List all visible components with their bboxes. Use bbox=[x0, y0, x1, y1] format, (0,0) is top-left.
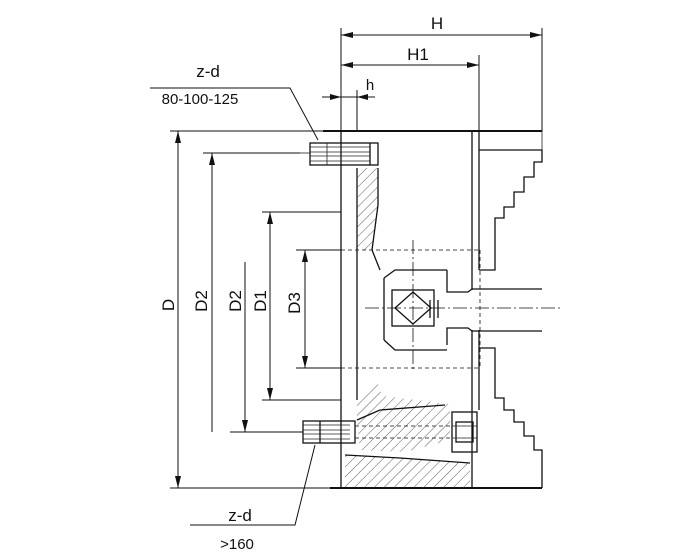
label-H1: H1 bbox=[407, 45, 429, 64]
dimension-D bbox=[175, 131, 181, 488]
leader-bottom bbox=[190, 444, 316, 526]
hatched-sections bbox=[341, 168, 471, 488]
spindle-shaft bbox=[383, 269, 542, 351]
upper-mounting-screw bbox=[300, 142, 379, 166]
label-D: D bbox=[159, 299, 178, 311]
dimension-D2-inner bbox=[242, 262, 248, 432]
upper-jaw-steps bbox=[479, 131, 543, 271]
dimension-D2-outer bbox=[209, 153, 215, 432]
dimension-h bbox=[322, 94, 375, 100]
label-D2-inner: D2 bbox=[226, 290, 245, 312]
label-D1: D1 bbox=[251, 290, 270, 312]
leader-top bbox=[150, 87, 319, 141]
label-D3: D3 bbox=[285, 292, 304, 314]
extension-lines bbox=[170, 28, 543, 489]
hidden-lines bbox=[341, 249, 481, 369]
dimension-H bbox=[341, 32, 542, 38]
label-h: h bbox=[366, 77, 374, 94]
dimension-D3 bbox=[302, 250, 308, 368]
lower-jaw-steps bbox=[479, 347, 543, 488]
label-zd-bottom-values: >160 bbox=[220, 536, 254, 553]
label-zd-bottom: z-d bbox=[228, 506, 252, 525]
dimension-H1 bbox=[341, 62, 479, 68]
socket-head-screw bbox=[451, 411, 478, 453]
label-D2-outer: D2 bbox=[192, 290, 211, 312]
label-zd-top: z-d bbox=[196, 62, 220, 81]
dimension-D1 bbox=[267, 212, 273, 400]
label-zd-top-values: 80-100-125 bbox=[162, 91, 239, 108]
square-key-drive bbox=[365, 240, 560, 372]
label-H: H bbox=[431, 14, 443, 33]
